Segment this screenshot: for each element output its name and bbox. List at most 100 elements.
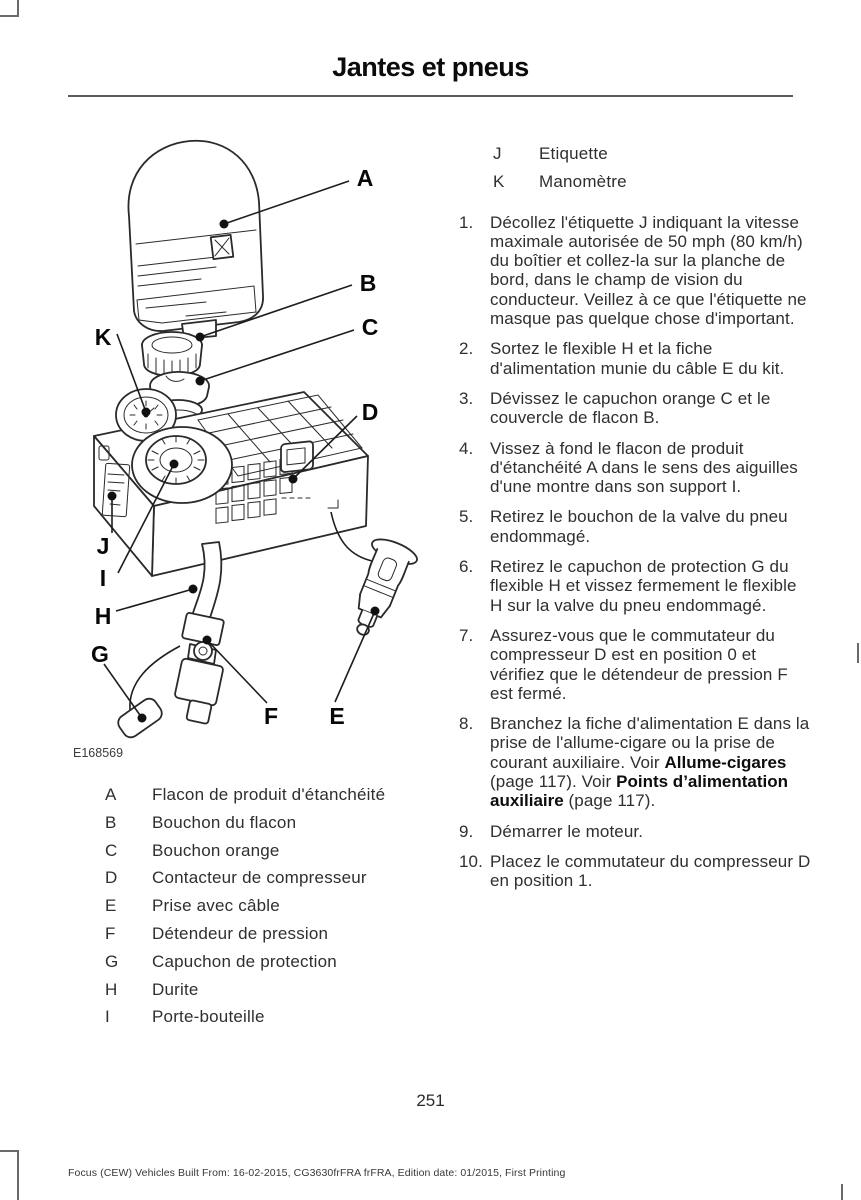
instruction-step: 4. Vissez à fond le flacon de produit d'é… [459, 439, 811, 497]
hose [174, 541, 225, 725]
callout-letter-j: J [97, 533, 110, 559]
legend-row: F Détendeur de pression [68, 920, 460, 948]
step-text-segment: Démarrer le moteur. [490, 821, 644, 841]
step-text-segment: Retirez le capuchon de protection G du f… [490, 557, 797, 615]
legend-key: E [105, 896, 117, 916]
legend-label: Bouchon orange [152, 840, 280, 860]
instruction-step: 7. Assurez-vous que le commutateur du com… [459, 626, 811, 703]
legend-label: Manomètre [539, 171, 627, 191]
step-text-segment: Placez le commutateur du compresseur D e… [490, 851, 811, 891]
crop-mark-bottom-right [841, 1184, 843, 1200]
callout-letter-i: I [100, 565, 106, 591]
step-text-segment: (page 117). [563, 791, 656, 811]
legend-row: G Capuchon de protection [68, 948, 460, 976]
legend-label: Contacteur de compresseur [152, 868, 367, 888]
step-number: 6. [459, 557, 474, 577]
crop-mark-bottom-left [0, 1150, 19, 1152]
instruction-step: 1. Décollez l'étiquette J indiquant la vi… [459, 213, 811, 329]
callout-letter-k: K [95, 324, 112, 350]
bottle-holder [131, 426, 233, 504]
legend-label: Détendeur de pression [152, 923, 329, 943]
callout-letter-e: E [329, 703, 344, 729]
step-number: 1. [459, 212, 474, 232]
instruction-step: 2. Sortez le flexible H et la fiche d'ali… [459, 339, 811, 378]
instruction-step: 8. Branchez la fiche d'alimentation E dan… [459, 714, 811, 810]
instruction-steps: 1. Décollez l'étiquette J indiquant la vi… [459, 213, 811, 891]
kit-diagram-svg: A B C D E F G H I J K E168569 [73, 139, 418, 760]
step-text-segment: Branchez la fiche d'alimentation E dans … [490, 714, 810, 772]
page-title: Jantes et pneus [332, 52, 529, 82]
step-text: Dévissez le capuchon orange C et le couv… [490, 389, 811, 428]
step-text-segment: Décollez l'étiquette J indiquant la vite… [490, 212, 807, 329]
callout-letter-g: G [91, 641, 109, 667]
legend-key: B [105, 812, 117, 832]
step-text-segment: Vissez à fond le flacon de produit d'éta… [490, 438, 798, 497]
legend-key: C [105, 840, 118, 860]
legend-key: H [105, 979, 118, 999]
step-text-segment: Assurez-vous que le commutateur du compr… [490, 625, 788, 703]
legend-row: I Porte-bouteille [68, 1003, 460, 1031]
figure-code: E168569 [73, 746, 123, 760]
step-text: Sortez le flexible H et la fiche d'alime… [490, 339, 811, 378]
callout-letter-c: C [362, 314, 379, 340]
callout-letter-a: A [357, 165, 374, 191]
step-text: Démarrer le moteur. [490, 822, 811, 841]
step-text-segment: (page 117). Voir [490, 772, 617, 792]
instruction-step: 3.Dévissez le capuchon orange C et le co… [459, 389, 811, 428]
step-number: 9. [459, 821, 474, 841]
legend-label: Prise avec câble [152, 896, 280, 916]
crop-mark-top-left [0, 15, 19, 17]
callout-lines [103, 180, 380, 723]
title-rule [68, 95, 793, 97]
step-text: Vissez à fond le flacon de produit d'éta… [490, 439, 811, 497]
legend-key: K [493, 171, 505, 191]
step-number: 5. [459, 507, 474, 527]
step-number: 4. [459, 438, 474, 458]
legend-key: F [105, 923, 116, 943]
legend-row: B Bouchon du flacon [68, 809, 460, 837]
step-number: 7. [459, 625, 474, 645]
step-text: Retirez le capuchon de protection G du f… [490, 557, 811, 615]
step-number: 8. [459, 714, 474, 734]
step-text: Placez le commutateur du compresseur D e… [490, 852, 811, 891]
legend-label: Capuchon de protection [152, 951, 337, 971]
callout-letter-d: D [362, 399, 379, 425]
legend-row: K Manomètre [459, 168, 811, 196]
print-footer: Focus (CEW) Vehicles Built From: 16-02-2… [68, 1167, 566, 1179]
compressor-body [93, 388, 369, 577]
legend-key: I [105, 1007, 110, 1027]
compressor-switch [280, 440, 314, 499]
callout-letter-f: F [264, 703, 278, 729]
callout-letters: A B C D E F G H I J K [91, 165, 378, 729]
legend-key: G [105, 951, 119, 971]
bottle-cap [141, 331, 203, 377]
step-text-segment: Retirez le bouchon de la valve du pneu e… [490, 507, 788, 546]
legend-row: H Durite [68, 976, 460, 1004]
instruction-step: 5. Retirez le bouchon de la valve du pneu… [459, 507, 811, 546]
step-number: 10. [459, 851, 483, 871]
crop-mark-right-edge [857, 643, 859, 663]
instruction-step: 10. Placez le commutateur du compresseur … [459, 852, 811, 891]
step-text: Retirez le bouchon de la valve du pneu e… [490, 507, 811, 546]
relief-valve [187, 641, 217, 665]
crop-mark-bottom-left [17, 1150, 19, 1200]
legend-label: Bouchon du flacon [152, 812, 297, 832]
side-label [98, 445, 131, 518]
step-text-segment: Dévissez le capuchon orange C et le couv… [490, 388, 771, 428]
legend-label: Flacon de produit d'étanchéité [152, 785, 386, 804]
step-text-bold-ref: Points d’alimentation auxiliaire [490, 772, 789, 811]
callout-letter-b: B [360, 270, 377, 296]
legend-label: Porte-bouteille [152, 1007, 265, 1027]
legend-label: Durite [152, 979, 199, 999]
step-text: Décollez l'étiquette J indiquant la vite… [490, 213, 811, 329]
step-text-bold-ref: Allume-cigares [664, 752, 787, 772]
sealant-bottle [127, 139, 264, 340]
step-text-segment: Sortez le flexible H et la fiche d'alime… [490, 339, 785, 378]
step-number: 2. [459, 339, 474, 359]
